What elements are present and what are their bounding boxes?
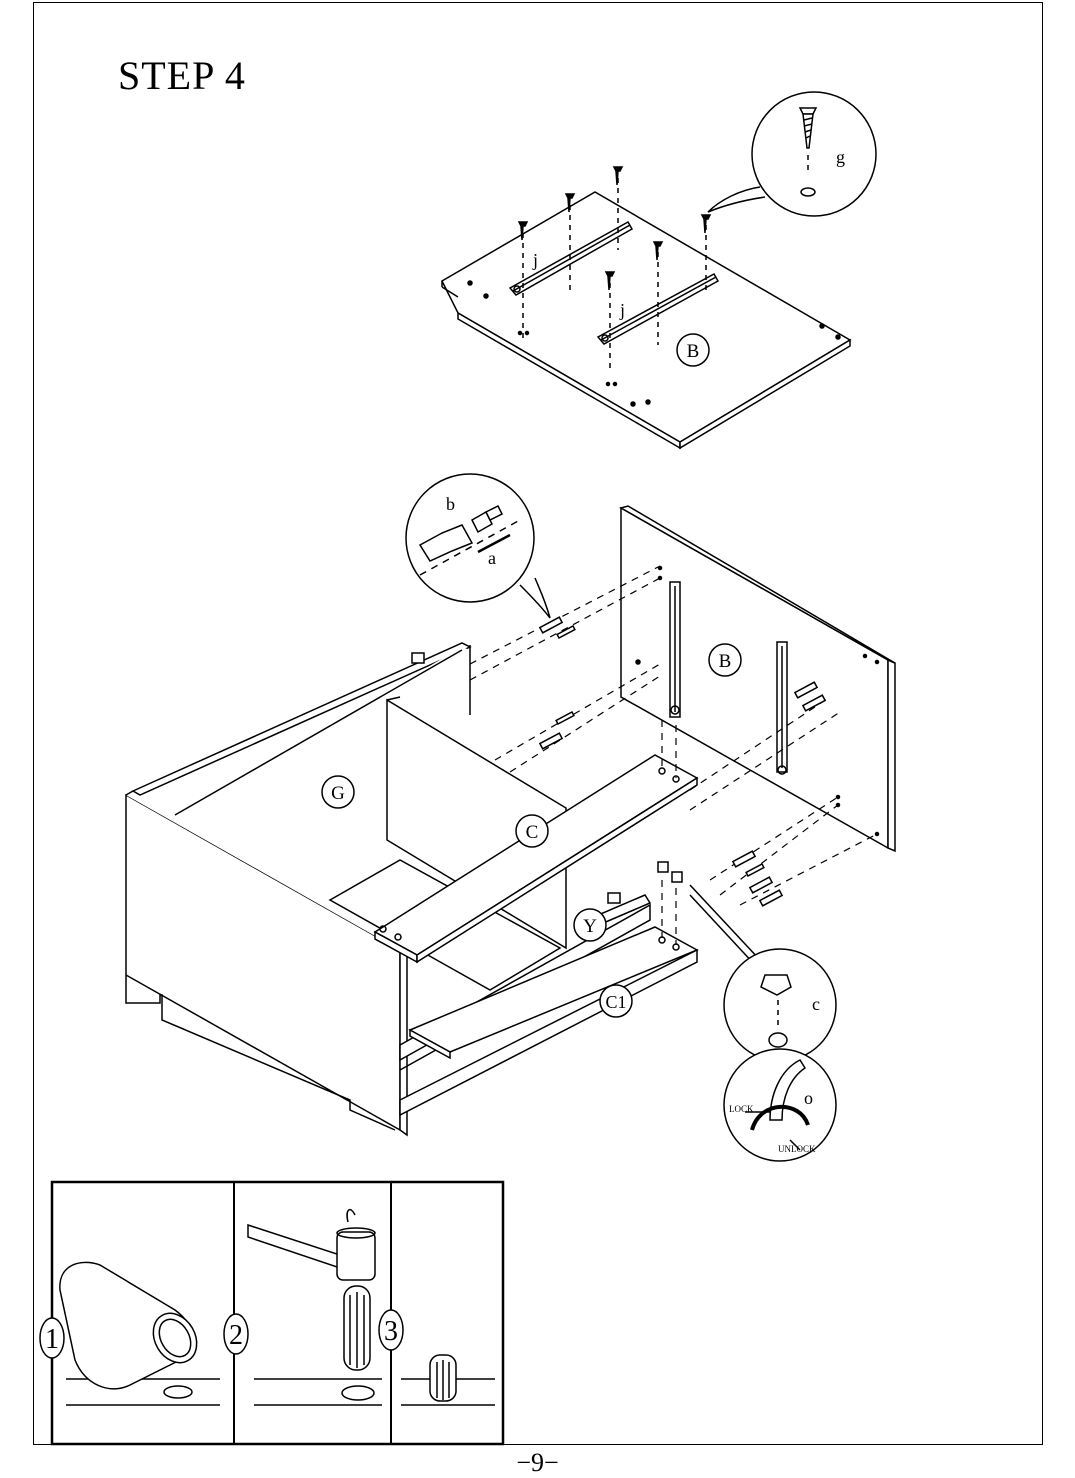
hw-label-g: g <box>836 147 845 167</box>
hw-label-j1: j <box>532 250 538 270</box>
part-label-c: C <box>526 822 539 843</box>
part-label-b-back: B <box>719 651 732 672</box>
hw-label-b: b <box>446 494 455 514</box>
cabinet-box <box>126 643 697 1135</box>
part-label-y: Y <box>583 916 597 937</box>
hw-label-a: a <box>488 548 496 568</box>
part-label-b-top: B <box>687 341 700 362</box>
part-label-g: G <box>331 783 345 804</box>
lock-text: LOCK <box>729 1104 754 1114</box>
hw-label-j2: j <box>619 300 625 320</box>
inset-panels <box>52 1182 503 1444</box>
part-label-c1: C1 <box>605 992 626 1012</box>
unlock-text: UNLOCK <box>778 1144 816 1154</box>
inset-step-1: 1 <box>45 1324 59 1355</box>
hw-label-c: c <box>812 994 820 1014</box>
inset-step-2: 2 <box>229 1320 243 1351</box>
top-panel-b <box>442 192 850 448</box>
inset-step-3: 3 <box>384 1316 398 1347</box>
cam-lock-callout <box>690 885 836 1161</box>
hw-label-o: o <box>804 1088 813 1108</box>
cam-bolt-callout <box>406 474 550 618</box>
screw-callout <box>708 92 876 216</box>
